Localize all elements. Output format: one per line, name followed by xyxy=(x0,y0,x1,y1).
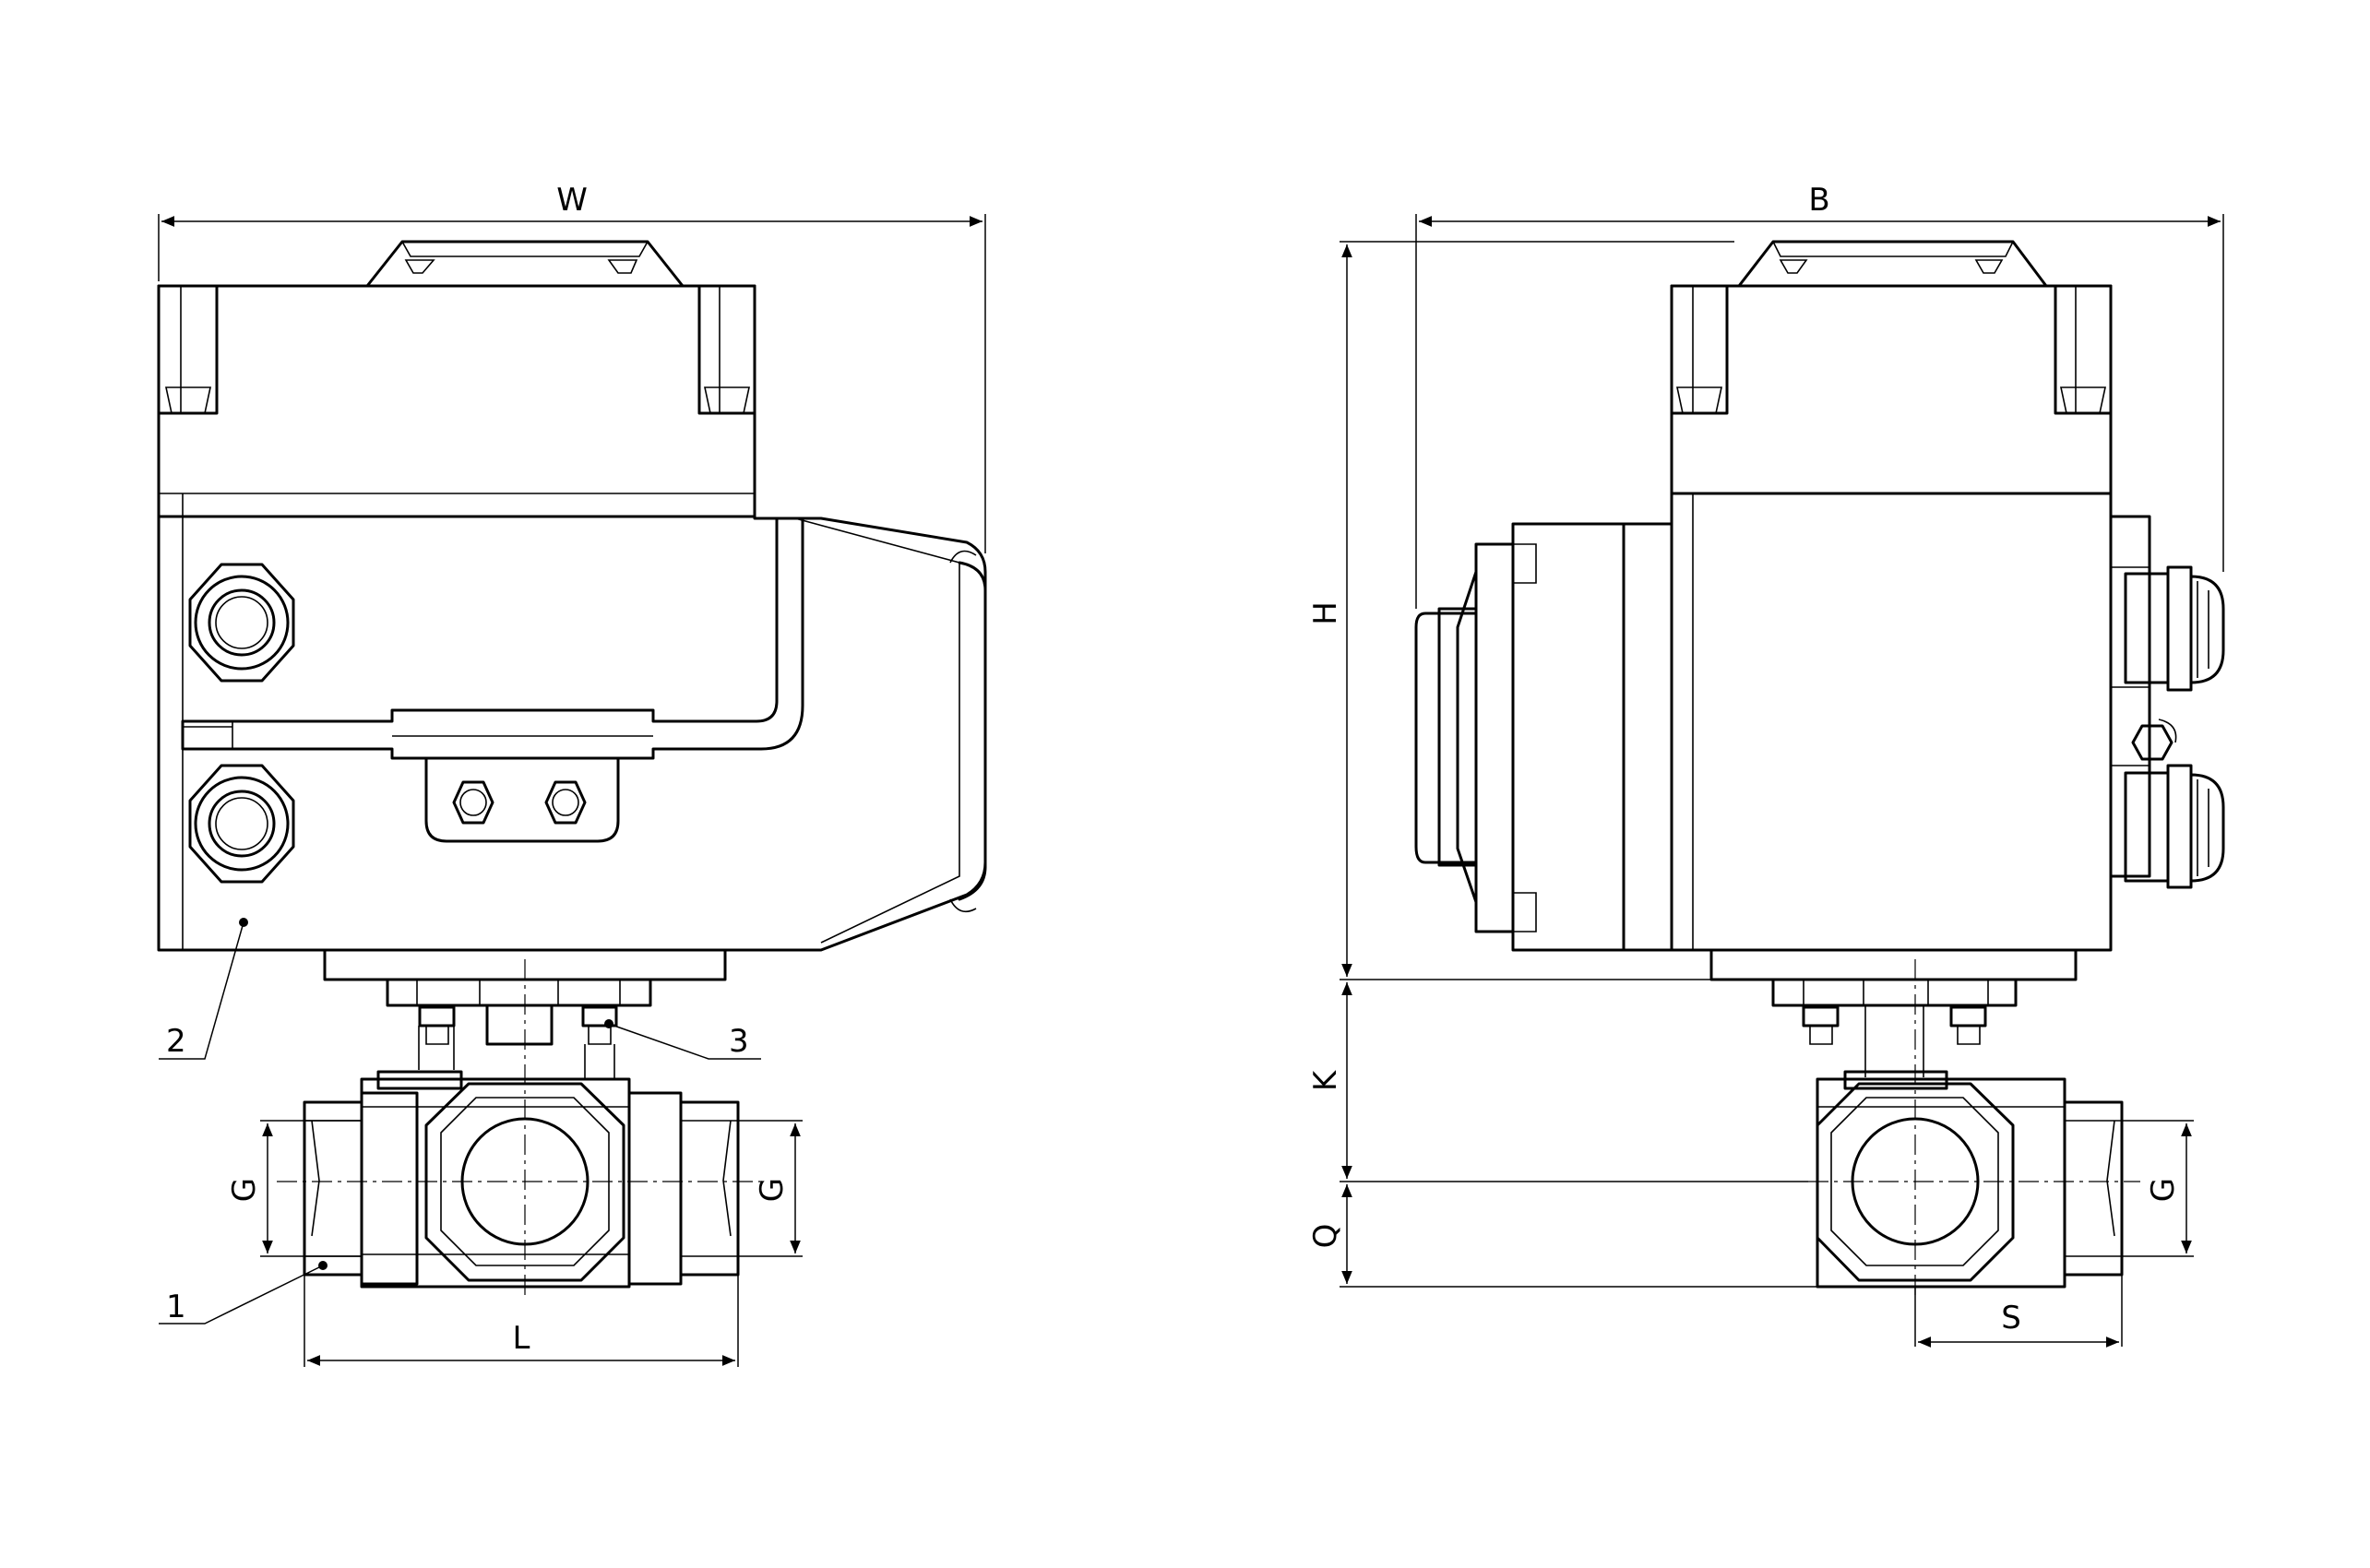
hex-nut-icon xyxy=(544,780,587,825)
callout-label-2: 2 xyxy=(166,1023,186,1060)
dimension-label-b: B xyxy=(1808,182,1829,219)
dimension-g-left: G xyxy=(226,1120,362,1257)
cable-gland-icon xyxy=(2124,764,2225,889)
dimension-k: K xyxy=(1307,982,1808,1182)
front-view xyxy=(157,240,987,1301)
dimension-l: L xyxy=(304,1275,739,1367)
dimension-label-l: L xyxy=(513,1320,530,1357)
dimension-label-q: Q xyxy=(1307,1224,1344,1249)
dimension-label-h: H xyxy=(1307,601,1344,625)
cable-gland-icon xyxy=(2124,565,2225,692)
dimension-s: S xyxy=(1914,1275,2123,1348)
hex-nut-icon xyxy=(452,780,494,825)
dimension-label-g-front: G xyxy=(754,1178,791,1202)
dimension-b: B xyxy=(1415,182,2224,609)
dimension-h: H xyxy=(1307,241,1771,980)
cable-gland-icon xyxy=(188,764,295,884)
dimension-label-g-left: G xyxy=(226,1178,263,1202)
callout-2: 2 xyxy=(159,918,248,1060)
dimension-label-g-right: G xyxy=(2145,1178,2182,1202)
dimension-label-w: W xyxy=(556,182,588,219)
callout-label-3: 3 xyxy=(729,1023,749,1060)
callout-label-1: 1 xyxy=(166,1289,186,1325)
dimension-q: Q xyxy=(1307,1184,1817,1288)
dimension-label-k: K xyxy=(1307,1069,1344,1091)
dimension-w: W xyxy=(158,182,986,553)
side-view xyxy=(1414,240,2225,1301)
callout-1: 1 xyxy=(159,1261,328,1325)
callout-3: 3 xyxy=(604,1019,761,1060)
screw-icon xyxy=(2131,719,2177,761)
cable-gland-icon xyxy=(188,563,295,683)
dimension-g-front-right: G xyxy=(738,1120,803,1257)
dimension-g-right: G xyxy=(2122,1120,2194,1257)
dimension-label-s: S xyxy=(2001,1300,2021,1336)
